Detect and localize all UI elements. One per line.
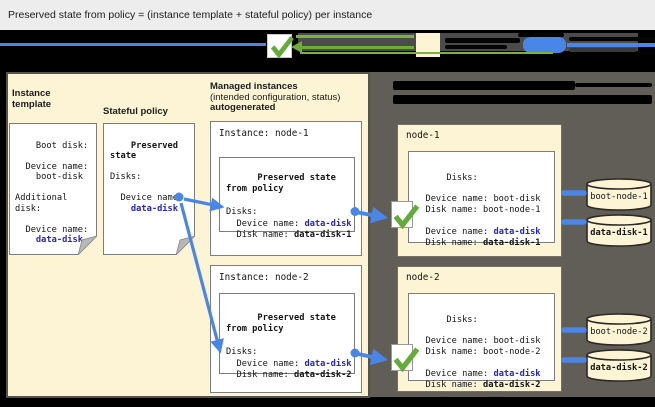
blue-connector-line [0, 43, 266, 46]
redacted-text [575, 83, 652, 87]
disks-text: Disks: Device name: [226, 347, 300, 369]
disk-label: boot-node-1 [590, 192, 648, 202]
vm-node2-box: node-2 Disks: Device name: boot-disk Dis… [397, 266, 562, 392]
preserved-state-heading: Preserved state [110, 140, 178, 162]
disk-name-value: data-disk-1 [294, 230, 352, 240]
preserved-state-node1-box: Preserved state from policy Disks: Devic… [219, 157, 355, 240]
managed-instance-node1-box: Instance: node-1 Preserved state from po… [210, 121, 362, 256]
folded-corner-icon [78, 236, 97, 255]
device-name-value: data-disk [493, 368, 541, 379]
managed-instances-autogenerated: autogenerated [210, 102, 276, 113]
instance-template-text: Boot disk: Device name: boot-disk Additi… [15, 140, 89, 235]
redacted-text [445, 44, 507, 49]
disk-name-value: data-disk-1 [483, 237, 541, 248]
green-arrow-shaft [302, 45, 414, 49]
stateful-policy-label: Stateful policy [103, 106, 168, 117]
disks-text: Disks: Device name: boot-disk Disk name:… [425, 172, 541, 237]
preserved-state-node2-box: Preserved state from policy Disks: Devic… [219, 293, 355, 380]
diagram-title: Preserved state from policy = (instance … [8, 9, 373, 21]
managed-instance-node2-box: Instance: node-2 Preserved state from po… [210, 265, 362, 393]
redacted-text [445, 38, 520, 43]
vm-node2-disks-box: Disks: Device name: boot-disk Disk name:… [408, 293, 555, 390]
disk-name-label: Disk name: [425, 237, 478, 248]
disk-icon [586, 313, 652, 346]
disk-icon [586, 178, 652, 211]
green-line [300, 51, 553, 54]
folded-corner-icon [176, 236, 195, 255]
instance-template-label: Instance template [12, 88, 52, 110]
disks-text: Disks: Device name: boot-disk Disk name:… [425, 314, 541, 379]
vm-node1-title: node-1 [406, 130, 440, 141]
redacted-text [393, 81, 575, 90]
managed-instances-subtitle: (intended configuration, status) [210, 91, 341, 103]
disk-cylinder-boot-node-2: boot-node-2 [586, 313, 652, 346]
disk-label: boot-node-2 [590, 327, 648, 337]
disk-name-value: data-disk-2 [483, 379, 541, 390]
redacted-text [393, 95, 652, 104]
blue-connector-line [567, 43, 655, 47]
redacted-text [518, 33, 564, 37]
disk-cylinder-data-disk-2: data-disk-2 [586, 349, 652, 382]
disk-label: data-disk-2 [590, 363, 648, 373]
preserved-state-heading: Preserved state from policy [226, 312, 336, 335]
managed-instances-label: Managed instances (intended configuratio… [210, 81, 341, 114]
stateful-policy-text: Disks: Device name: [110, 172, 184, 203]
vm-node2-title: node-2 [406, 272, 440, 283]
device-name-value: data-disk [304, 358, 352, 369]
vm-node1-box: node-1 Disks: Device name: boot-disk Dis… [397, 124, 562, 257]
preserved-state-heading: Preserved state from policy [226, 172, 336, 195]
device-name-value: data-disk [304, 218, 352, 229]
disk-label: data-disk-1 [590, 228, 648, 238]
instance-node1-title: Instance: node-1 [219, 128, 309, 139]
checkmark-icon [391, 201, 420, 230]
device-name-value: data-disk [493, 226, 541, 237]
disk-cylinder-data-disk-1: data-disk-1 [586, 214, 652, 247]
disk-cylinder-boot-node-1: boot-node-1 [586, 178, 652, 211]
checkmark-icon [267, 34, 294, 59]
disk-name-label: Disk name: [236, 370, 289, 380]
redacted-text [569, 48, 637, 52]
disks-text: Disks: Device name: [226, 207, 300, 229]
data-disk-value: data-disk [110, 203, 178, 214]
green-line [296, 35, 414, 38]
stateful-policy-doc: Preserved state Disks: Device name: data… [103, 123, 195, 255]
vm-node1-disks-box: Disks: Device name: boot-disk Disk name:… [408, 151, 555, 248]
disk-name-label: Disk name: [425, 379, 478, 390]
checkmark-icon [391, 344, 420, 373]
green-arrow-icon [291, 41, 302, 53]
redacted-text [569, 37, 655, 41]
disk-icon [586, 349, 652, 382]
data-disk-value: data-disk [15, 235, 83, 245]
disk-name-value: data-disk-2 [294, 370, 352, 380]
managed-instances-title: Managed instances [210, 81, 298, 92]
diagram-title-bar: Preserved state from policy = (instance … [0, 0, 655, 30]
instance-node2-title: Instance: node-2 [219, 272, 309, 283]
disk-icon [586, 214, 652, 247]
disk-icon [523, 37, 566, 53]
disk-name-label: Disk name: [236, 230, 289, 240]
instance-template-doc: Boot disk: Device name: boot-disk Additi… [9, 123, 97, 255]
